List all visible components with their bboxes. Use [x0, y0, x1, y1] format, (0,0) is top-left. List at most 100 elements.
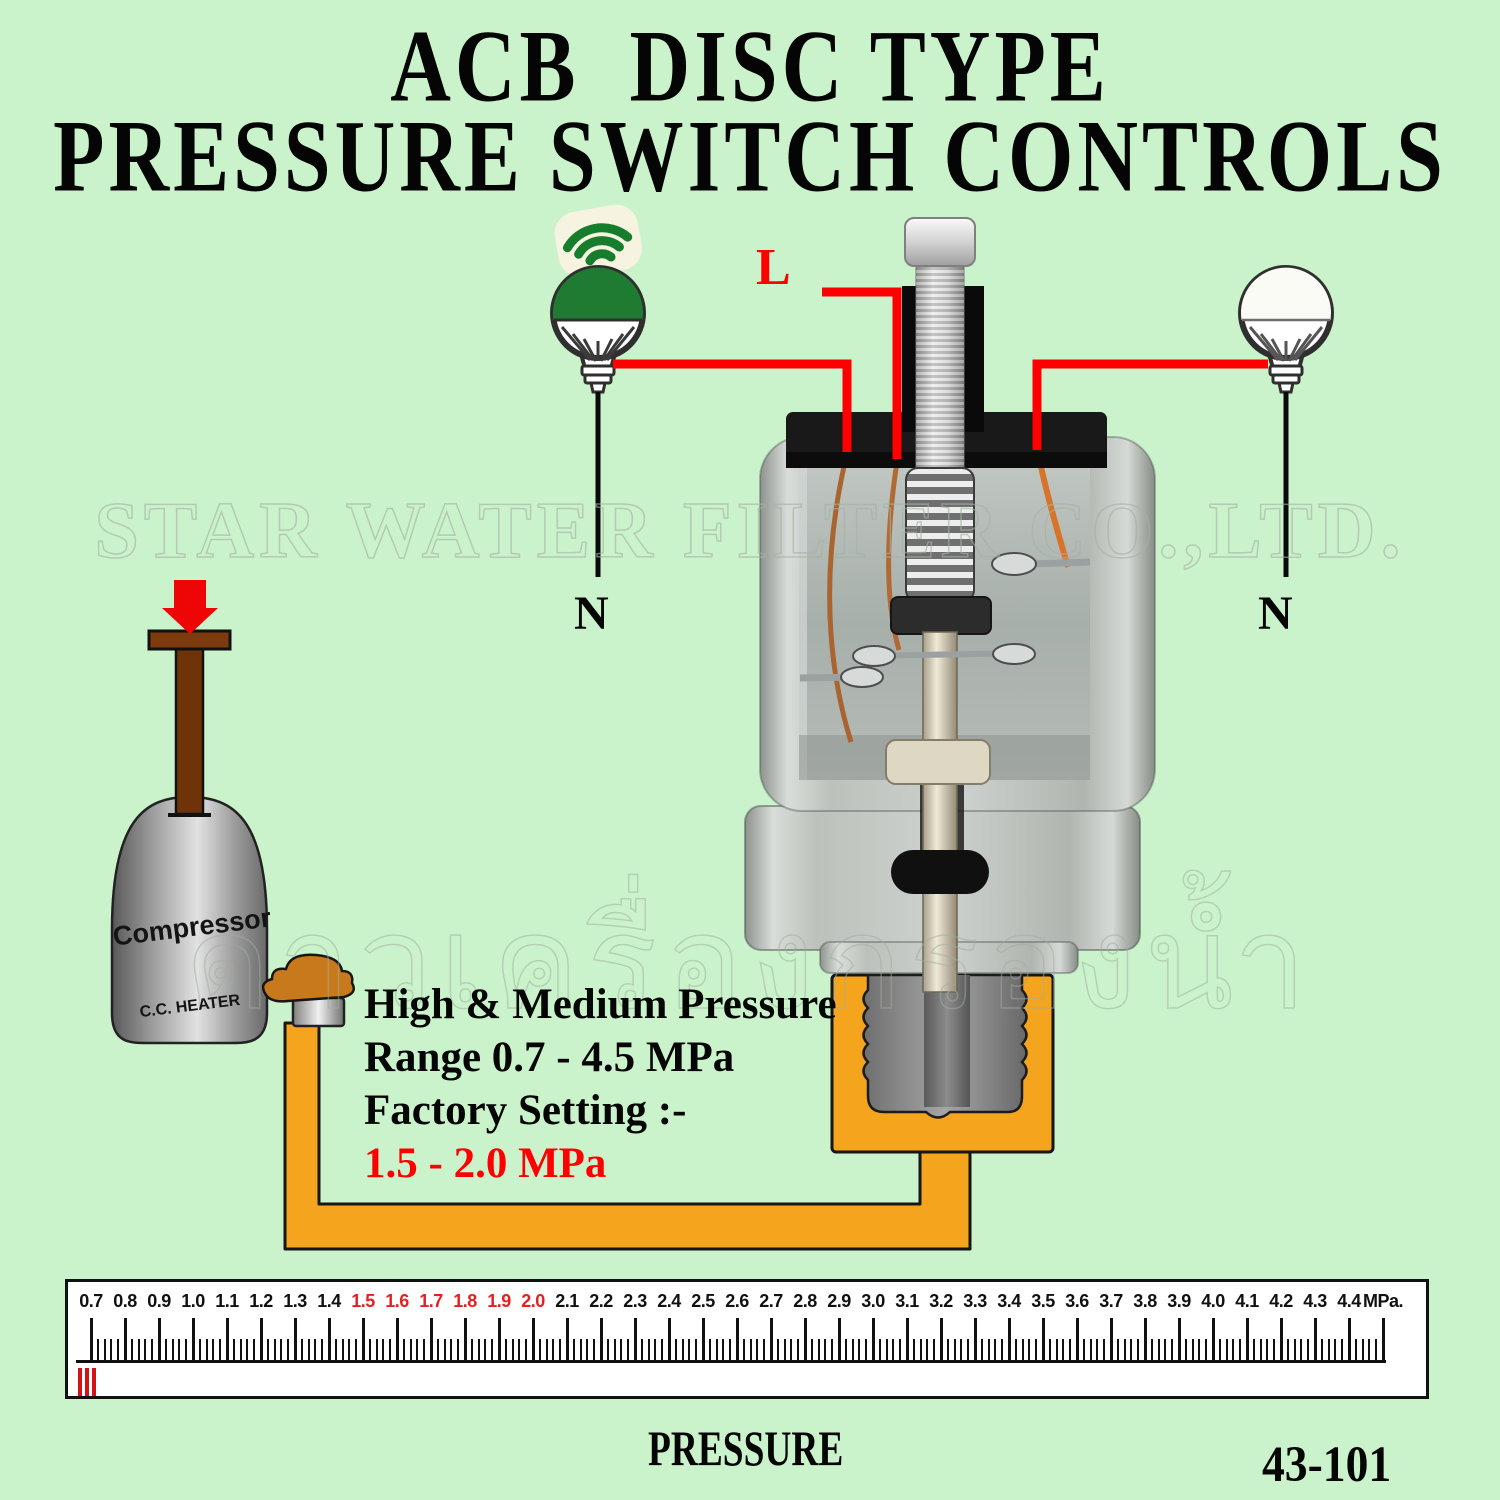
scale-tick-minor [1307, 1339, 1310, 1361]
o-ring [891, 850, 989, 894]
scale-tick-major [362, 1318, 365, 1361]
scale-tick-minor [280, 1339, 283, 1361]
scale-tick-minor [164, 1339, 167, 1361]
scale-tick-minor [858, 1339, 861, 1361]
spec-line: Factory Setting :- [364, 1087, 687, 1134]
scale-tick-minor [1375, 1339, 1378, 1361]
scale-tick-minor [695, 1339, 698, 1361]
wires [595, 287, 1289, 577]
scale-tick-minor [205, 1339, 208, 1361]
scale-tick-major [396, 1318, 399, 1361]
scale-tick-major [464, 1318, 467, 1361]
scale-tick-minor [967, 1339, 970, 1361]
scale-tick-minor [1184, 1339, 1187, 1361]
scale-tick-minor [239, 1339, 242, 1361]
scale-tick-minor [287, 1339, 290, 1361]
scale-label: 1.5 [351, 1291, 375, 1311]
scale-tick-major [1008, 1318, 1011, 1361]
scale-tick-minor [1205, 1339, 1208, 1361]
scale-tick-minor [1048, 1339, 1051, 1361]
scale-tick-major [192, 1318, 195, 1361]
scale-tick-minor [708, 1339, 711, 1361]
scale-tick-minor [919, 1339, 922, 1361]
scale-tick-major [498, 1318, 501, 1361]
scale-label: 2.7 [759, 1291, 783, 1311]
scale-tick-minor [341, 1339, 344, 1361]
scale-tick-minor [1103, 1339, 1106, 1361]
scale-tick-minor [375, 1339, 378, 1361]
scale-label: 4.4 [1337, 1291, 1361, 1311]
scale-tick-minor [912, 1339, 915, 1361]
scale-tick-minor [212, 1339, 215, 1361]
scale-tick-minor [572, 1339, 575, 1361]
scale-tick-major [770, 1318, 773, 1361]
scale-tick-minor [994, 1339, 997, 1361]
scale-tick-minor [844, 1339, 847, 1361]
live-wire-right-bulb [1032, 359, 1268, 450]
scale-tick-minor [1116, 1339, 1119, 1361]
scale-tick-minor [232, 1339, 235, 1361]
scale-tick-major [736, 1318, 739, 1361]
scale-tick-minor [1028, 1339, 1031, 1361]
copper-wire-right [1037, 461, 1071, 568]
scale-tick-major [1076, 1318, 1079, 1361]
scale-label: 4.0 [1201, 1291, 1225, 1311]
scale-tick-minor [219, 1339, 222, 1361]
scale-tick-minor [749, 1339, 752, 1361]
scale-tick-minor [559, 1339, 562, 1361]
scale-tick-minor [130, 1339, 133, 1361]
scale-tick-minor [586, 1339, 589, 1361]
scale-tick-minor [436, 1339, 439, 1361]
scale-tick-minor [382, 1339, 385, 1361]
scale-tick-minor [593, 1339, 596, 1361]
scale-tick-minor [613, 1339, 616, 1361]
scale-label: 3.5 [1031, 1291, 1055, 1311]
page-title-line2: PRESSURE SWITCH CONTROLS [53, 100, 1447, 214]
scale-tick-minor [640, 1339, 643, 1361]
scale-tick-minor [654, 1339, 657, 1361]
scale-tick-major [532, 1318, 535, 1361]
scale-label: 0.7 [79, 1291, 103, 1311]
scale-tick-minor [402, 1339, 405, 1361]
scale-tick-minor [171, 1339, 174, 1361]
scale-tick-minor [1232, 1339, 1235, 1361]
scale-tick-minor [606, 1339, 609, 1361]
scale-tick-minor [661, 1339, 664, 1361]
live-wire-left-bulb [613, 359, 852, 452]
scale-tick-minor [715, 1339, 718, 1361]
scale-label: 3.3 [963, 1291, 987, 1311]
scale-tick-minor [878, 1339, 881, 1361]
scale-tick-minor [137, 1339, 140, 1361]
scale-tick-major [1110, 1318, 1113, 1361]
scale-tick-major [566, 1318, 569, 1361]
scale-tick-minor [1341, 1339, 1344, 1361]
scale-tick-minor [470, 1339, 473, 1361]
inlet-channel [924, 975, 970, 1107]
scale-tick-minor [1035, 1339, 1038, 1361]
scale-tick-minor [1001, 1339, 1004, 1361]
scale-tick-minor [579, 1339, 582, 1361]
compressor-outlet-fitting [261, 953, 355, 1028]
scale-tick-minor [1266, 1339, 1269, 1361]
scale-tick-minor [1198, 1339, 1201, 1361]
scale-tick-minor [511, 1339, 514, 1361]
scale-label: 1.8 [453, 1291, 477, 1311]
page-code: 43-101 [1262, 1437, 1392, 1493]
scale-label: 1.6 [385, 1291, 409, 1311]
scale-tick-minor [1130, 1339, 1133, 1361]
scale-tick-minor [953, 1339, 956, 1361]
scale-marker-bar [85, 1368, 89, 1396]
indicator-bulb-on-icon [550, 265, 646, 394]
scale-tick-minor [321, 1339, 324, 1361]
scale-label: 2.1 [555, 1291, 579, 1311]
scale-label: 3.8 [1133, 1291, 1157, 1311]
scale-tick-minor [1327, 1339, 1330, 1361]
scale-tick-minor [926, 1339, 929, 1361]
scale-tick-major [1246, 1318, 1249, 1361]
scale-tick-minor [1157, 1339, 1160, 1361]
scale-label: 3.4 [997, 1291, 1021, 1311]
scale-tick-minor [457, 1339, 460, 1361]
scale-tick-minor [96, 1339, 99, 1361]
